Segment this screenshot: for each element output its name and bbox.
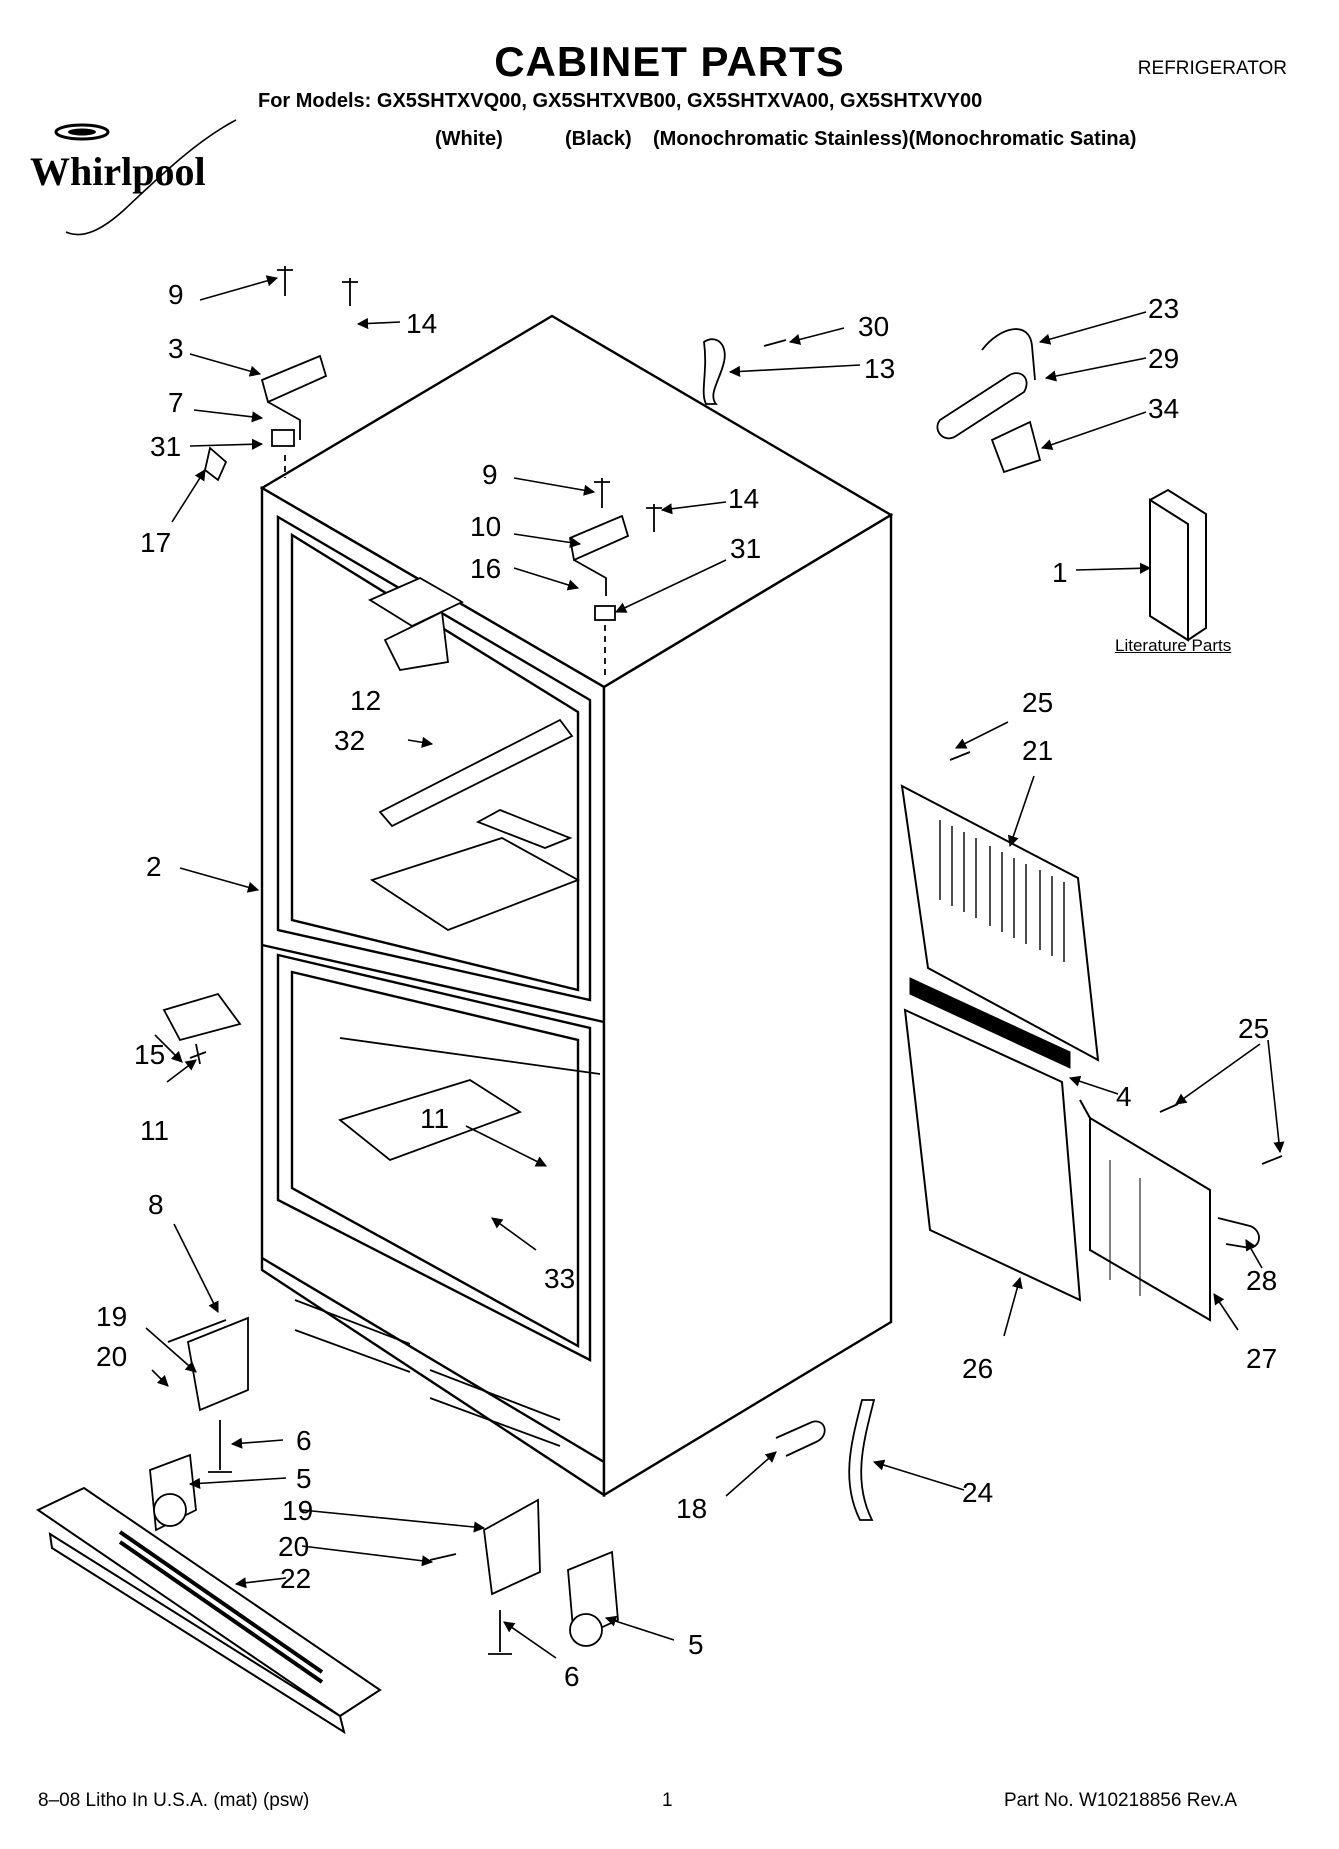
- callout-15: 15: [134, 1039, 165, 1070]
- part-number: Part No. W10218856 Rev.A: [1004, 1790, 1238, 1811]
- callout-18: 18: [676, 1493, 707, 1524]
- color-stainless-satina: (Monochromatic Stainless)(Monochromatic …: [653, 128, 1137, 150]
- callout-14: 14: [728, 483, 759, 514]
- callout-33: 33: [544, 1263, 575, 1294]
- callout-32: 32: [334, 725, 365, 756]
- callout-31: 31: [730, 533, 761, 564]
- callout-8: 8: [148, 1189, 164, 1220]
- callout-11: 11: [420, 1103, 449, 1134]
- callout-21: 21: [1022, 735, 1053, 766]
- callout-28: 28: [1246, 1265, 1277, 1296]
- callout-19: 19: [282, 1495, 313, 1526]
- callout-14: 14: [406, 308, 437, 339]
- callout-4: 4: [1116, 1081, 1132, 1112]
- whirlpool-logo-icon: [54, 119, 237, 236]
- callout-10: 10: [470, 511, 501, 542]
- page-title: CABINET PARTS: [494, 38, 845, 85]
- callout-11: 11: [140, 1115, 169, 1146]
- lower-panels: [903, 1008, 1211, 1322]
- callout-5: 5: [296, 1463, 312, 1494]
- callout-31: 31: [150, 431, 181, 462]
- callout-23: 23: [1148, 293, 1179, 324]
- rear-access-panel: [900, 784, 1100, 1069]
- callout-9: 9: [168, 279, 184, 310]
- drain-tube: [775, 1399, 876, 1521]
- brand-wordmark: Whirlpool: [30, 149, 206, 194]
- document-type: REFRIGERATOR: [1137, 58, 1287, 79]
- literature-parts-label: Literature Parts: [1115, 636, 1232, 655]
- callout-24: 24: [962, 1477, 993, 1508]
- callout-25: 25: [1022, 687, 1053, 718]
- toe-grille: [36, 1486, 382, 1735]
- callout-20: 20: [96, 1341, 127, 1372]
- leader-lines: [145, 275, 1285, 1659]
- callout-34: 34: [1148, 393, 1179, 424]
- callout-17: 17: [140, 527, 171, 558]
- callout-16: 16: [470, 553, 501, 584]
- callout-29: 29: [1148, 343, 1179, 374]
- callout-7: 7: [168, 387, 184, 418]
- callout-20: 20: [278, 1531, 309, 1562]
- lower-hinge-right: [429, 1498, 619, 1655]
- water-line-parts: [702, 328, 1042, 474]
- callout-12: 12: [350, 685, 381, 716]
- literature-parts-book: [1149, 488, 1207, 642]
- callout-9: 9: [482, 459, 498, 490]
- callout-6: 6: [296, 1425, 312, 1456]
- callout-6: 6: [564, 1661, 580, 1692]
- callout-26: 26: [962, 1353, 993, 1384]
- page-number: 1: [662, 1790, 673, 1811]
- interior-details: [294, 576, 601, 1447]
- callout-5: 5: [688, 1629, 704, 1660]
- color-white: (White): [435, 128, 503, 150]
- callout-1: 1: [1052, 557, 1068, 588]
- callout-25: 25: [1238, 1013, 1269, 1044]
- color-black: (Black): [565, 128, 632, 150]
- top-hinge-center: [568, 478, 662, 680]
- callout-19: 19: [96, 1301, 127, 1332]
- callout-2: 2: [146, 851, 162, 882]
- callout-13: 13: [864, 353, 895, 384]
- callout-27: 27: [1246, 1343, 1277, 1374]
- callout-30: 30: [858, 311, 889, 342]
- lower-hinge-left: [149, 992, 249, 1532]
- callout-22: 22: [280, 1563, 311, 1594]
- callout-labels: 9 14 3 7 31 17 30 13 23 29 34 9 14 10 16…: [96, 279, 1277, 1692]
- cabinet-shell: [259, 314, 894, 1498]
- model-list: For Models: GX5SHTXVQ00, GX5SHTXVB00, GX…: [258, 90, 983, 112]
- callout-3: 3: [168, 333, 184, 364]
- top-hinge-left: [203, 266, 358, 482]
- footer-litho: 8–08 Litho In U.S.A. (mat) (psw): [38, 1790, 310, 1811]
